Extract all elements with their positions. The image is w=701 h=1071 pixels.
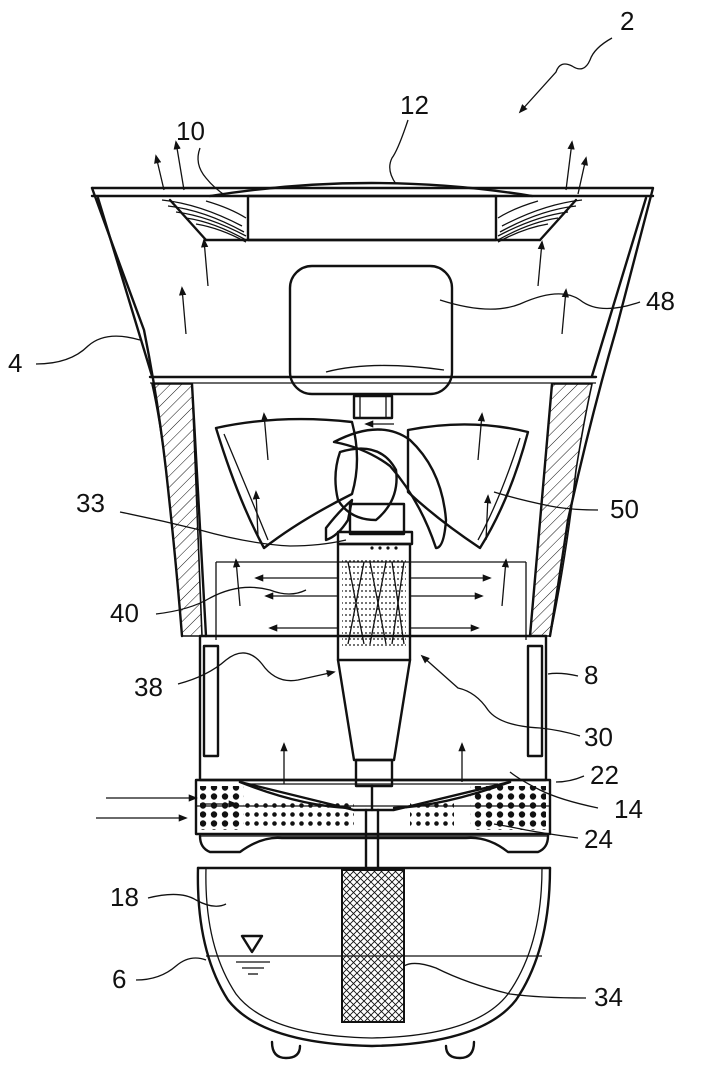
outlet-grille-right	[498, 200, 582, 242]
label-22: 22	[590, 760, 619, 790]
label-24: 24	[584, 824, 613, 854]
label-30: 30	[584, 722, 613, 752]
label-48: 48	[646, 286, 675, 316]
label-40: 40	[110, 598, 139, 628]
label-2: 2	[620, 6, 634, 36]
label-38: 38	[134, 672, 163, 702]
label-10: 10	[176, 116, 205, 146]
motor	[290, 266, 452, 418]
fan-blades	[216, 419, 528, 548]
label-34: 34	[594, 982, 623, 1012]
label-33: 33	[76, 488, 105, 518]
label-6: 6	[112, 964, 126, 994]
label-12: 12	[400, 90, 429, 120]
middle-housing	[200, 636, 546, 810]
outlet-grille-left	[162, 200, 246, 242]
label-4: 4	[8, 348, 22, 378]
label-14: 14	[614, 794, 643, 824]
label-18: 18	[110, 882, 139, 912]
label-50: 50	[610, 494, 639, 524]
label-8: 8	[584, 660, 598, 690]
suction-pipe	[342, 870, 404, 1022]
